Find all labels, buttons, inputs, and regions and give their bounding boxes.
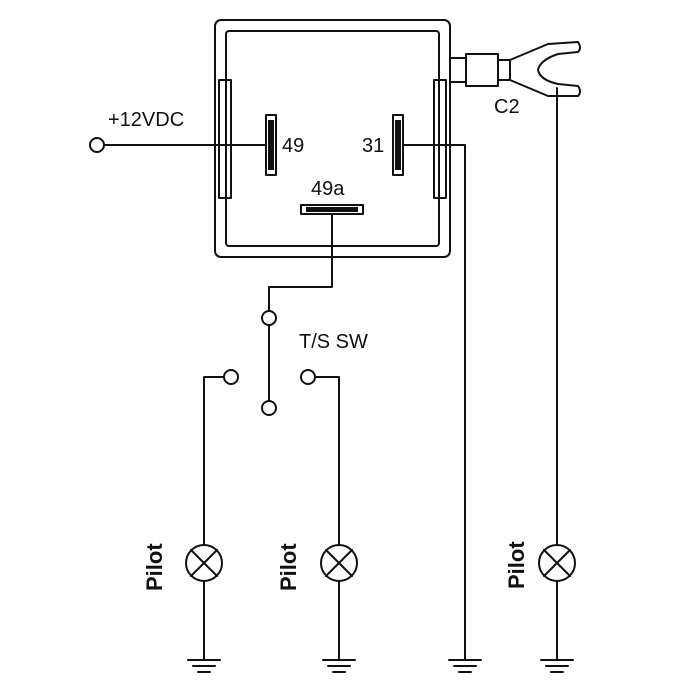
switch-right-contact bbox=[300, 369, 316, 385]
terminal-31-wire bbox=[402, 144, 466, 661]
connector-c2-label: C2 bbox=[494, 96, 520, 118]
switch-left-contact bbox=[223, 369, 239, 385]
relay-side-rib-left bbox=[218, 79, 232, 199]
pilot-lamp-middle-icon bbox=[320, 544, 358, 582]
terminal-49a-wire bbox=[268, 213, 333, 312]
terminal-49a-blade bbox=[300, 204, 364, 215]
ground-symbol-icon bbox=[448, 659, 482, 673]
supply-terminal bbox=[89, 137, 105, 153]
switch-label: T/S SW bbox=[299, 331, 368, 353]
terminal-49-label: 49 bbox=[282, 135, 304, 157]
terminal-49-blade bbox=[265, 114, 277, 176]
switch-pivot bbox=[261, 400, 277, 416]
terminal-31-blade bbox=[392, 114, 404, 176]
c2-connector bbox=[449, 53, 511, 87]
pilot-lamp-middle-label: Pilot bbox=[276, 543, 301, 591]
pilot-lamp-left-icon bbox=[185, 544, 223, 582]
ground-symbol-icon bbox=[322, 659, 356, 673]
middle-lamp-wire bbox=[314, 376, 340, 546]
pilot-lamp-right-label: Pilot bbox=[504, 541, 529, 589]
pilot-lamp-right-icon bbox=[538, 544, 576, 582]
terminal-31-label: 31 bbox=[362, 135, 384, 157]
left-lamp-wire bbox=[203, 376, 225, 546]
ground-symbol-icon bbox=[187, 659, 221, 673]
switch-top-contact bbox=[261, 310, 277, 326]
supply-label: +12VDC bbox=[108, 109, 184, 131]
terminal-49a-label: 49a bbox=[311, 178, 345, 200]
relay-side-rib-right bbox=[433, 79, 447, 199]
pilot-lamp-left-label: Pilot bbox=[142, 543, 167, 591]
spade-terminal-icon bbox=[509, 41, 581, 97]
ground-symbol-icon bbox=[540, 659, 574, 673]
